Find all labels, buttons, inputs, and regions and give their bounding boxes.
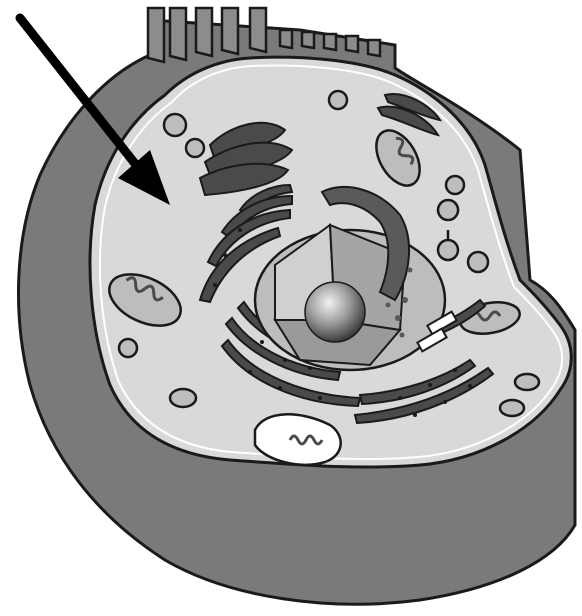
nucleolus — [305, 282, 365, 342]
